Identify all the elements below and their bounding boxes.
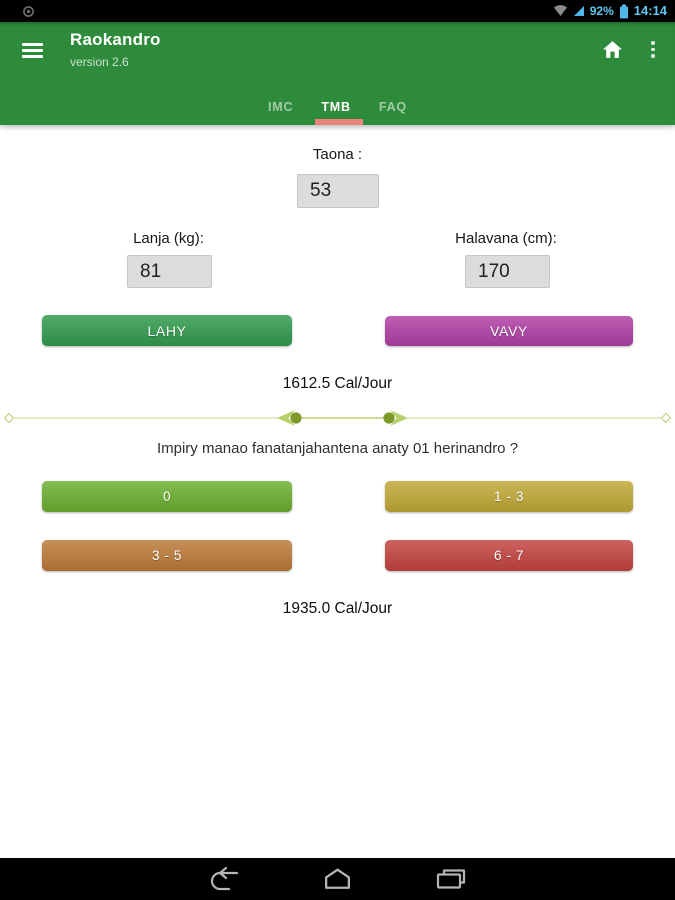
- height-label: Halavana (cm):: [455, 230, 557, 247]
- active-tab-indicator: [314, 119, 363, 125]
- divider-icon: [3, 410, 672, 426]
- nav-back-button[interactable]: [208, 866, 242, 894]
- female-button[interactable]: VAVY: [385, 316, 633, 346]
- activity-option-6-7[interactable]: 6 - 7: [385, 540, 633, 571]
- status-right-area: 92% 14:14: [553, 0, 667, 22]
- app-bar: Raokandro version 2.6 IMC TMB FAQ: [0, 22, 675, 125]
- kebab-menu-icon: [651, 41, 655, 58]
- activity-option-3-5[interactable]: 3 - 5: [42, 540, 292, 571]
- tab-faq[interactable]: FAQ: [378, 100, 407, 114]
- overflow-menu-button[interactable]: [649, 36, 657, 63]
- cell-signal-icon: [573, 6, 584, 16]
- recents-icon: [436, 869, 466, 889]
- daily-calories-result: 1935.0 Cal/Jour: [282, 600, 393, 617]
- tab-imc[interactable]: IMC: [268, 100, 294, 114]
- male-button[interactable]: LAHY: [42, 315, 292, 346]
- activity-option-1-3[interactable]: 1 - 3: [385, 481, 633, 512]
- height-input[interactable]: [465, 255, 550, 288]
- age-label: Taona :: [312, 146, 363, 163]
- weight-input[interactable]: [127, 255, 212, 288]
- age-input[interactable]: [297, 174, 379, 208]
- android-nav-bar: [0, 858, 675, 900]
- app-version: version 2.6: [70, 55, 129, 69]
- notification-dot-icon: [23, 5, 34, 17]
- hamburger-menu-icon[interactable]: [22, 43, 43, 58]
- status-left-area: [8, 5, 35, 18]
- app-title: Raokandro: [70, 30, 161, 49]
- back-icon: [210, 866, 239, 891]
- status-bar: 92% 14:14: [0, 0, 675, 22]
- home-nav-icon: [324, 868, 351, 889]
- bmr-result: 1612.5 Cal/Jour: [282, 375, 393, 392]
- home-icon: [603, 41, 622, 58]
- nav-recents-button[interactable]: [435, 866, 467, 894]
- battery-icon: [619, 4, 628, 18]
- ornament-divider: [0, 408, 675, 428]
- activity-option-0[interactable]: 0: [42, 481, 292, 512]
- tab-bar: IMC TMB FAQ: [0, 95, 675, 119]
- activity-question: Impiry manao fanatanjahantena anaty 01 h…: [156, 440, 519, 457]
- clock: 14:14: [633, 3, 667, 18]
- home-button[interactable]: [600, 38, 625, 64]
- tab-tmb[interactable]: TMB: [321, 100, 351, 114]
- battery-percent: 92%: [589, 4, 614, 18]
- weight-label: Lanja (kg):: [133, 230, 204, 247]
- wifi-icon: [553, 5, 567, 17]
- nav-home-button[interactable]: [322, 866, 353, 894]
